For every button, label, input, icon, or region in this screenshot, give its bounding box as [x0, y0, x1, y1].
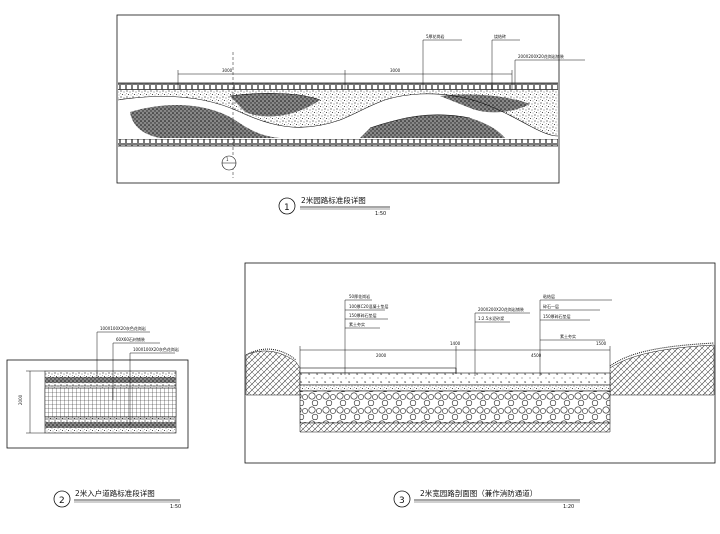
- height-dim: 2000: [18, 394, 23, 405]
- drawing-2-plan: 2000 100X100X20灰色花岗岩 60X60石材铺装 100X100X2…: [6, 325, 189, 510]
- drawing-2-number: 2: [59, 496, 65, 506]
- drawing-3-frame: [244, 262, 716, 464]
- section-label-mid-2: 1:2.5水泥砂浆: [478, 315, 504, 321]
- drawing-1-number: 1: [284, 203, 290, 213]
- top-brick-border: [118, 83, 558, 90]
- section-label-left-2: 100厚C20混凝土垫层: [349, 303, 389, 309]
- drawing-2-frame: [6, 359, 189, 449]
- drawing-1-plan: 3000 3000 5厚花岗岩 烧结砖 200X200X20花岗岩铺装 1 1 …: [116, 14, 585, 217]
- section-dim-3: 4500: [531, 353, 542, 358]
- drawing-3-number-circle: [393, 490, 411, 508]
- drawing-3-section: 2000 1400 4500 1500 50厚花岗岩 100厚C20混凝土垫层 …: [244, 262, 716, 510]
- section-label-left-4: 素土夯实: [349, 321, 365, 327]
- ground-left: [245, 350, 301, 396]
- dim-1: 3000: [222, 68, 233, 73]
- ground-right: [609, 344, 715, 396]
- concrete-layer: [299, 372, 611, 386]
- compacted-soil: [299, 422, 611, 433]
- label-paving: 200X200X20花岗岩铺装: [518, 53, 564, 59]
- wave-band-dark-2: [230, 93, 320, 117]
- drawing-2-scale: 1:50: [170, 504, 181, 510]
- drawing-1-frame: [116, 14, 560, 184]
- section-label-right-4: 素土夯实: [560, 333, 576, 339]
- section-label-right-2: 碎石一层: [543, 303, 559, 309]
- drawing-2-title: 2米入户道路标准段详图: [75, 488, 155, 498]
- section-dim-4: 1500: [596, 341, 607, 346]
- section-label-left-3: 150厚碎石垫层: [349, 312, 377, 318]
- center-grid-paving: [44, 387, 177, 418]
- bottom-brick-border: [118, 139, 558, 146]
- dim-2: 3000: [390, 68, 401, 73]
- left-surface: [299, 367, 457, 374]
- drawing-1-number-circle: [278, 197, 296, 215]
- section-label-left-1: 50厚花岗岩: [349, 293, 370, 299]
- drawing-1-title: 2米园路标准段详图: [301, 195, 366, 205]
- label-2b: 60X60石材铺装: [116, 336, 145, 342]
- section-dim-2: 1400: [450, 341, 461, 346]
- section-label-mid-1: 200X200X20花岗岩铺装: [478, 306, 524, 312]
- label-2a: 100X100X20灰色花岗岩: [100, 325, 146, 331]
- wave-band-dark-1: [130, 105, 280, 138]
- label-granite: 5厚花岗岩: [426, 33, 445, 39]
- drawing-3-scale: 1:20: [563, 504, 574, 510]
- section-ref: 1: [226, 157, 229, 162]
- section-dim-1: 2000: [376, 353, 387, 358]
- label-2c: 100X100X20灰色花岗岩: [133, 346, 179, 352]
- drawing-2-number-circle: [53, 490, 71, 508]
- section-label-right-1: 粘结层: [543, 293, 555, 299]
- section-label-right-3: 150厚碎石垫层: [543, 313, 571, 319]
- drawing-3-title: 2米宽园路剖面图（兼作消防通道）: [420, 488, 537, 498]
- sand-layer: [299, 384, 611, 392]
- drawing-3-number: 3: [399, 496, 405, 506]
- gravel-layer: [299, 390, 611, 424]
- wave-band-dark-4: [440, 94, 530, 113]
- drawing-1-scale: 1:50: [375, 211, 386, 217]
- label-brick: 烧结砖: [494, 33, 506, 39]
